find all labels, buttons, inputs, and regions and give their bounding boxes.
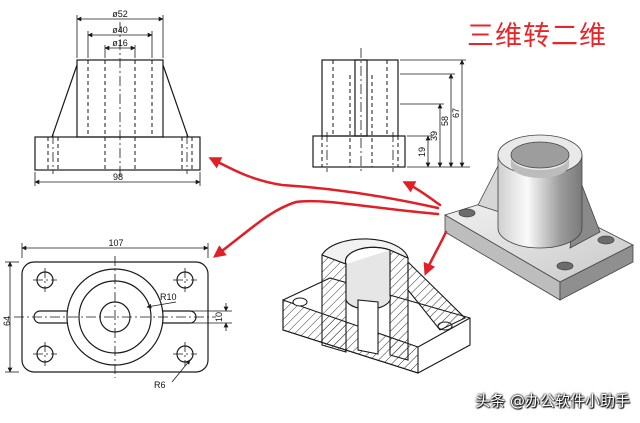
section-cylinder-cut-right xyxy=(389,249,409,361)
shaded-base-hole xyxy=(458,208,476,218)
section-small-hole xyxy=(357,299,379,355)
watermark: 头条 @办公软件小助手 xyxy=(475,392,630,410)
front-view-rib-left xyxy=(51,64,78,138)
front-view xyxy=(34,15,201,186)
front-view-dimensions xyxy=(34,15,201,186)
top-view-r6-label: R6 xyxy=(154,380,166,390)
top-view-depth-label: 64 xyxy=(2,316,12,326)
front-view-width-label: 98 xyxy=(113,172,123,182)
side-view-h19-label: 19 xyxy=(417,147,427,157)
top-view-r10-label: R10 xyxy=(160,292,177,302)
top-view-length-label: 107 xyxy=(108,238,123,248)
front-view-hidden-lines xyxy=(47,60,193,170)
front-view-base xyxy=(34,136,201,171)
front-view-hole-dia-label: ø16 xyxy=(112,38,128,48)
shaded-base-hole xyxy=(556,261,574,271)
curved-arrow-icon xyxy=(423,230,448,276)
shaded-cylinder-body xyxy=(497,154,583,249)
shaded-cylinder-bore xyxy=(510,141,570,169)
page-title: 三维转二维 xyxy=(467,21,607,52)
top-view-dimensions xyxy=(5,243,232,383)
section-cylinder-cut-left xyxy=(321,254,347,353)
side-view-rib xyxy=(354,59,368,137)
front-view-rib-right xyxy=(162,64,189,138)
front-view-mid-dia-label: ø40 xyxy=(112,25,128,35)
side-view xyxy=(312,48,470,172)
shaded-base-side xyxy=(559,244,634,301)
shaded-3d-part xyxy=(444,134,634,301)
side-view-center-lines xyxy=(326,48,394,172)
section-base-hole xyxy=(292,297,308,307)
curved-arrow-icon xyxy=(213,199,440,258)
section-3d-model xyxy=(282,238,471,374)
top-view-center-lines xyxy=(14,256,216,378)
curved-arrow-icon xyxy=(208,157,440,210)
shaded-base-hole xyxy=(597,235,615,245)
side-view-dimensions xyxy=(400,59,470,168)
side-view-h67-label: 67 xyxy=(451,108,461,118)
side-view-h39-label: 39 xyxy=(429,131,439,141)
front-view-outer-dia-label: ø52 xyxy=(112,9,128,19)
section-rib xyxy=(407,260,466,331)
curved-arrow-icon xyxy=(402,181,442,207)
section-inner-bore xyxy=(345,250,391,310)
conversion-arrows xyxy=(208,157,448,276)
top-view-slot-label: 10 xyxy=(214,312,224,322)
top-view xyxy=(5,243,232,383)
side-view-h58-label: 58 xyxy=(440,116,450,126)
side-view-hidden-lines xyxy=(321,60,399,167)
